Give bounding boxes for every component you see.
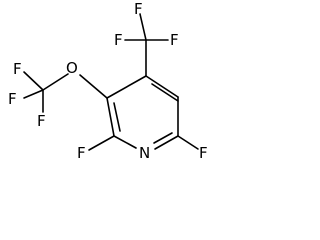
- bond-ocf3-f2: [23, 89, 44, 99]
- atom-f: F: [13, 60, 22, 78]
- atom-f: F: [199, 144, 208, 162]
- bond-n-c2: [113, 135, 137, 149]
- atom-f: F: [37, 112, 46, 130]
- bond-c4-c5-inner: [151, 83, 179, 102]
- bond-c6-n-inner: [153, 132, 173, 144]
- atom-n: N: [139, 144, 150, 162]
- bond-c2-c3-inner: [113, 102, 121, 132]
- bond-c4-c5: [145, 75, 179, 98]
- structure-diagram: F F F O F F F N F F: [8, 0, 208, 162]
- atom-f: F: [170, 31, 179, 49]
- bond-cf3-f1: [139, 13, 147, 41]
- atom-f: F: [114, 31, 123, 49]
- bond-c6-f: [177, 135, 199, 150]
- atom-f: F: [77, 144, 86, 162]
- atom-labels: F F F O F F F N F F: [8, 0, 208, 162]
- bond-c4-c3: [106, 75, 147, 99]
- bond-ocf3-f1: [23, 71, 44, 91]
- bonds: [23, 13, 199, 151]
- atom-f: F: [8, 90, 17, 108]
- atom-o: O: [66, 59, 78, 77]
- bond-c2-f: [88, 135, 115, 151]
- bond-c3-o: [79, 74, 108, 99]
- atom-f: F: [134, 0, 143, 18]
- bond-c6-n: [154, 135, 179, 150]
- bond-c2-c3: [106, 97, 115, 137]
- bond-o-c: [42, 73, 69, 91]
